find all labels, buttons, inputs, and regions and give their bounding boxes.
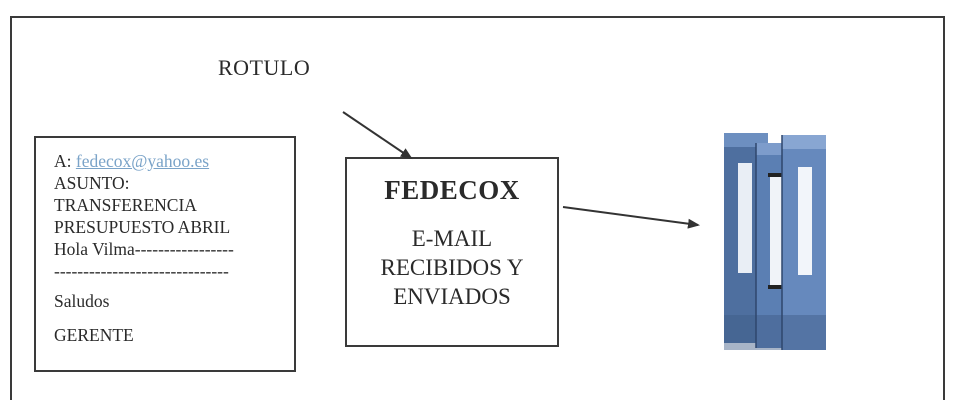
arrow-icon xyxy=(342,111,413,160)
email-subject-line-2: PRESUPUESTO ABRIL xyxy=(54,217,231,237)
email-address-link[interactable]: fedecox@yahoo.es xyxy=(75,151,210,171)
email-signature: GERENTE xyxy=(54,325,134,345)
email-to-line: A: fedecox@yahoo.es xyxy=(54,150,294,172)
email-to-prefix: A: xyxy=(54,151,76,171)
folder-description: E-MAIL RECIBIDOS Y ENVIADOS xyxy=(347,224,557,311)
email-closing: Saludos xyxy=(54,291,110,311)
binders-icon xyxy=(724,133,826,350)
folder-desc-line-1: E-MAIL xyxy=(411,226,493,251)
folder-desc-line-2: RECIBIDOS Y xyxy=(380,255,524,280)
email-subject-label: ASUNTO: xyxy=(54,173,130,193)
rotulo-label: ROTULO xyxy=(218,55,311,80)
email-subject-line-1: TRANSFERENCIA xyxy=(54,195,197,215)
email-note-box: A: fedecox@yahoo.es ASUNTO: TRANSFERENCI… xyxy=(34,136,296,372)
folder-title: FEDECOX xyxy=(384,175,520,205)
folder-desc-line-3: ENVIADOS xyxy=(393,284,511,309)
arrow-icon xyxy=(562,206,700,229)
folder-label-box: FEDECOX E-MAIL RECIBIDOS Y ENVIADOS xyxy=(345,157,559,347)
email-greeting: Hola Vilma----------------- xyxy=(54,239,234,259)
email-divider: ------------------------------ xyxy=(54,261,229,281)
diagram-frame xyxy=(10,16,945,400)
